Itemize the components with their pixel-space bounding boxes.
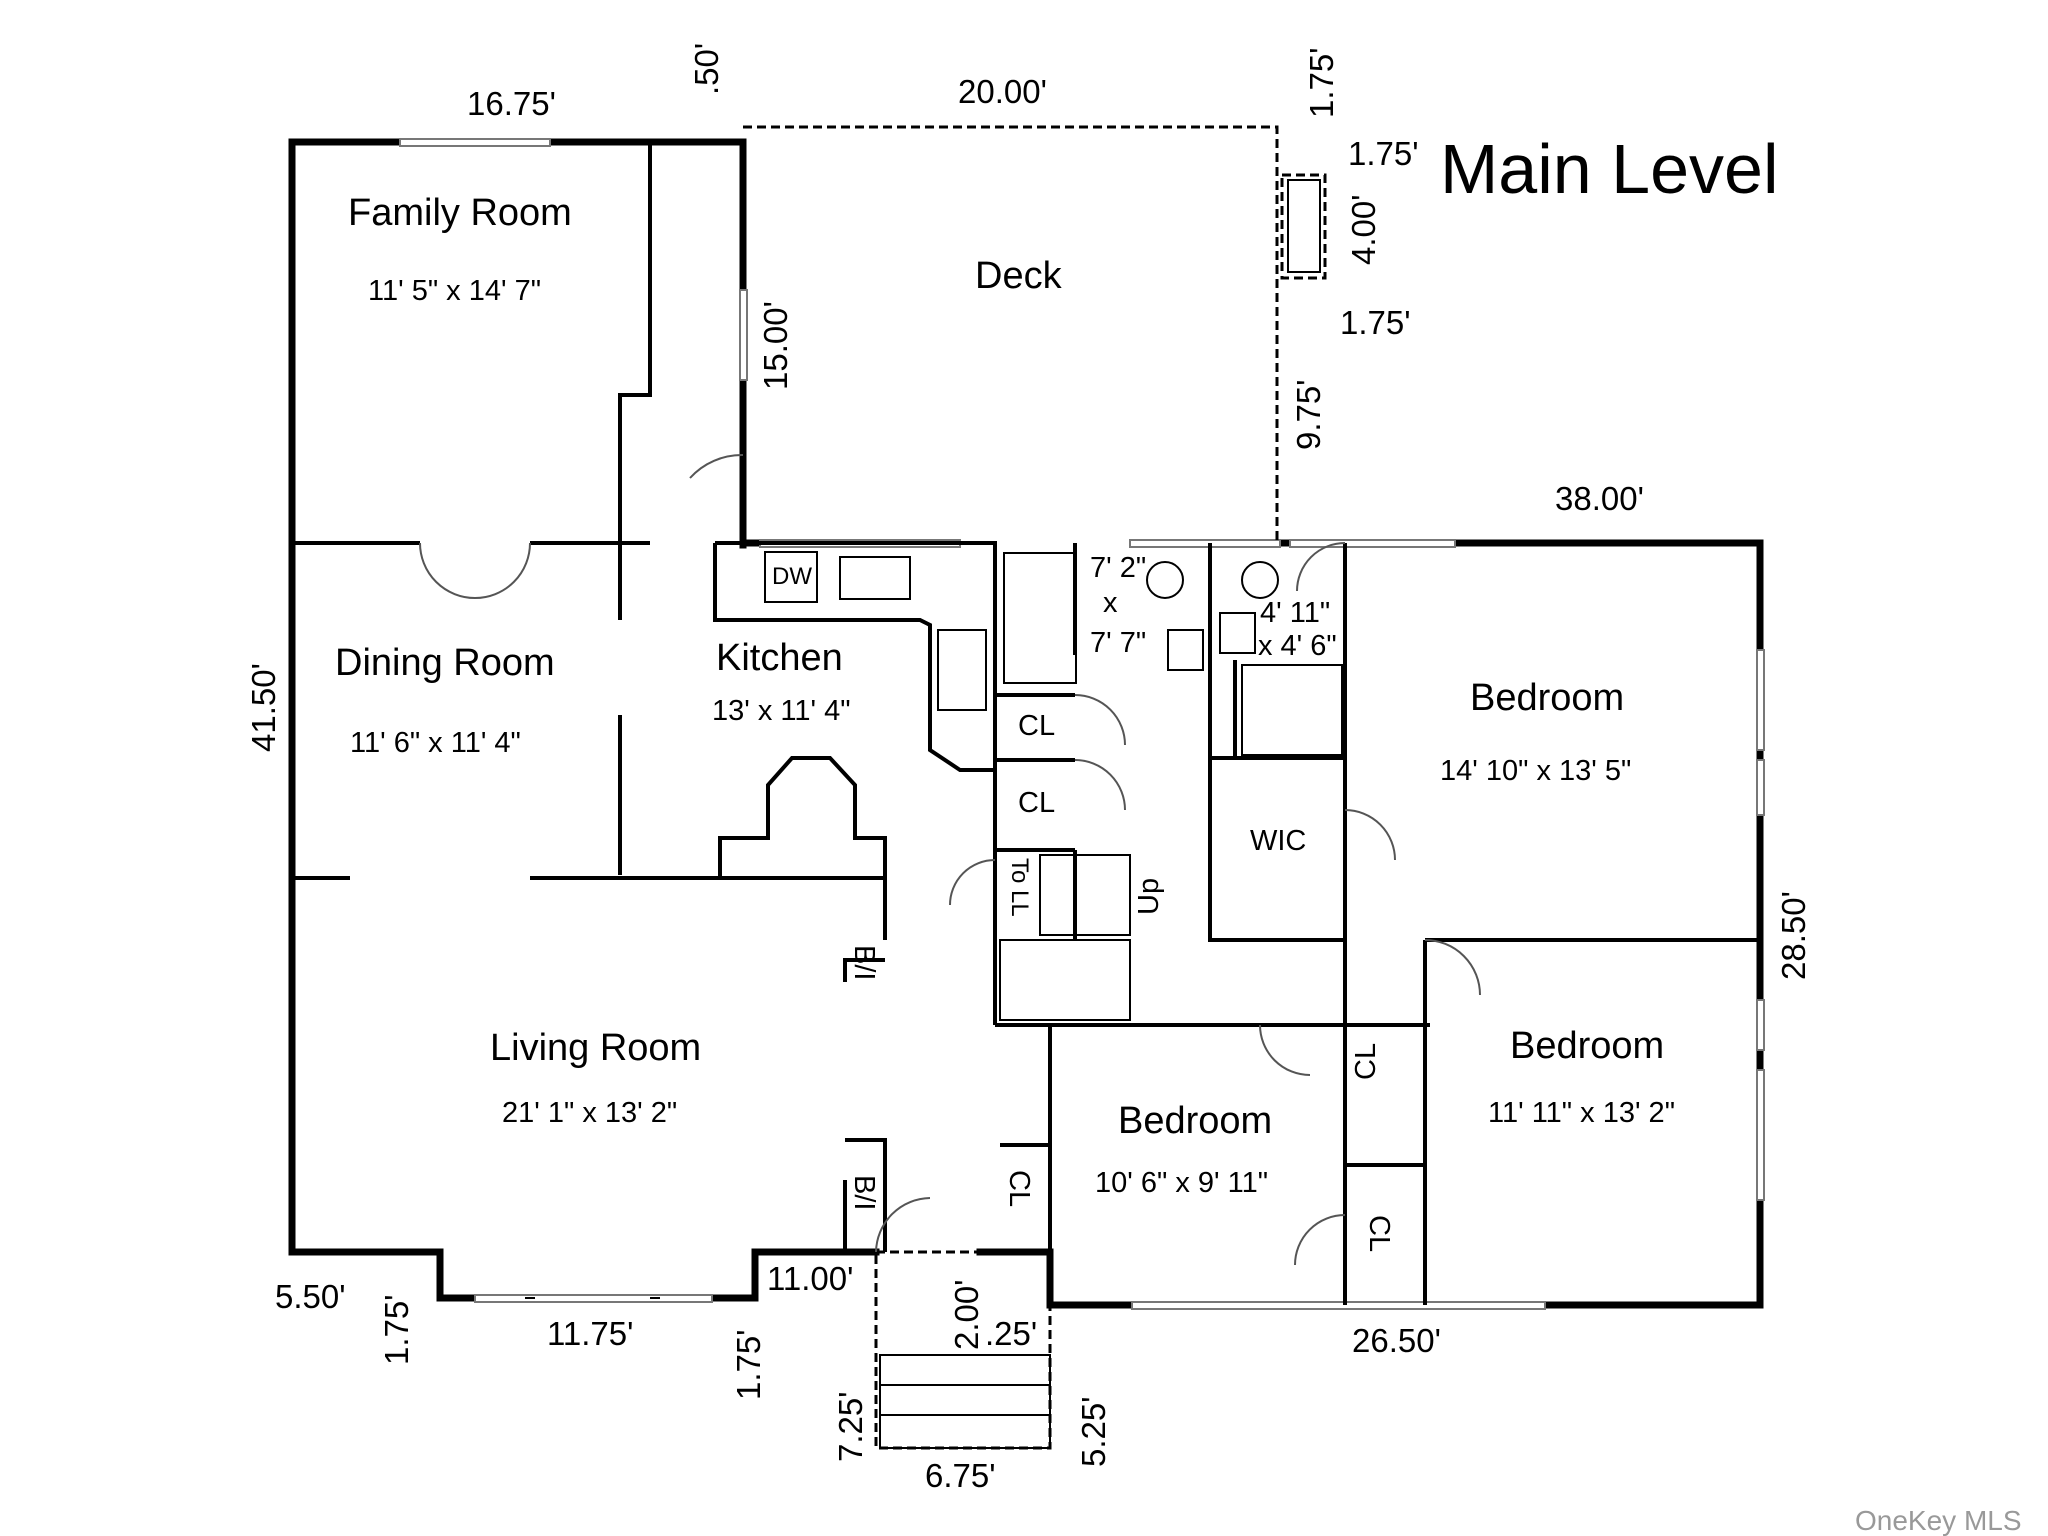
deck-label: Deck [975, 255, 1063, 297]
dim-1-75-bot-b: 1.75' [730, 1329, 767, 1400]
dw-label: DW [772, 563, 812, 590]
dim-50: .50' [688, 43, 725, 95]
dim-1-75-right-a: 1.75' [1348, 135, 1419, 172]
dim-6-75: 6.75' [925, 1457, 996, 1494]
cl-label-5: CL [1363, 1215, 1395, 1252]
dim-41-50: 41.50' [245, 663, 282, 752]
dim-11-00: 11.00' [767, 1260, 853, 1297]
living-room-size: 21' 1" x 13' 2" [502, 1097, 677, 1129]
dim-9-75: 9.75' [1290, 379, 1327, 450]
cl-label-2: CL [1018, 787, 1055, 819]
bedroom-right-size: 11' 11" x 13' 2" [1488, 1097, 1675, 1129]
dim-16-75: 16.75' [467, 85, 556, 122]
dim-7-25: 7.25' [832, 1391, 869, 1462]
cl-label-4: CL [1350, 1043, 1382, 1080]
bedroom-right-name: Bedroom [1510, 1025, 1664, 1067]
cl-label-3: CL [1003, 1170, 1035, 1207]
dim-28-50: 28.50' [1775, 891, 1812, 980]
dim-1-75-bot-a: 1.75' [378, 1294, 415, 1365]
living-room-name: Living Room [490, 1027, 701, 1069]
bath1-size-x: x [1103, 587, 1118, 619]
dim-5-50: 5.50' [275, 1278, 346, 1315]
bedroom-center-size: 10' 6" x 9' 11" [1095, 1167, 1268, 1199]
plan-title: Main Level [1440, 130, 1779, 208]
bath1-size-1: 7' 2" [1090, 552, 1146, 584]
dim-20-00: 20.00' [958, 73, 1047, 110]
dim-15-00: 15.00' [757, 301, 794, 390]
room-labels: Family Room 11' 5" x 14' 7" Dining Room … [335, 192, 1675, 1252]
wic-label: WIC [1250, 825, 1306, 857]
family-room-name: Family Room [348, 192, 572, 234]
bath1-size-2: 7' 7" [1090, 627, 1146, 659]
interior-walls: B/I B/I [292, 142, 1760, 1305]
bedroom-main-name: Bedroom [1470, 677, 1624, 719]
doors [419, 453, 1481, 1266]
to-ll-label: To LL [1006, 858, 1033, 917]
dim-11-75: 11.75' [547, 1315, 633, 1352]
bath2-size-2: x 4' 6" [1258, 630, 1337, 662]
dim-1-75-top: 1.75' [1303, 47, 1340, 118]
kitchen-size: 13' x 11' 4" [712, 695, 851, 727]
dim-38-00: 38.00' [1555, 480, 1644, 517]
bedroom-main-size: 14' 10" x 13' 5" [1440, 755, 1631, 787]
windows [399, 138, 1765, 1310]
bath2-size-1: 4' 11" [1260, 597, 1330, 629]
bedroom-center-name: Bedroom [1118, 1100, 1272, 1142]
dim-2-00: 2.00' [948, 1279, 985, 1350]
cl-label-1: CL [1018, 710, 1055, 742]
watermark: OneKey MLS [1855, 1505, 2022, 1536]
bi-label-1: B/I [848, 945, 880, 980]
dim-25: .25' [985, 1315, 1037, 1352]
family-room-size: 11' 5" x 14' 7" [368, 275, 541, 307]
dim-5-25: 5.25' [1075, 1396, 1112, 1467]
dimension-labels: 16.75' .50' 20.00' 1.75' 1.75' 4.00' 1.7… [245, 43, 1812, 1494]
dim-4-00: 4.00' [1345, 194, 1382, 265]
bi-label-2: B/I [848, 1175, 880, 1210]
dining-room-size: 11' 6" x 11' 4" [350, 727, 521, 759]
front-steps [874, 1250, 1052, 1450]
dim-1-75-right-b: 1.75' [1340, 304, 1411, 341]
kitchen-name: Kitchen [716, 637, 843, 679]
dining-room-name: Dining Room [335, 642, 555, 684]
deck: Deck [743, 125, 1327, 543]
dim-26-50: 26.50' [1352, 1322, 1441, 1359]
up-label: Up [1133, 878, 1165, 915]
